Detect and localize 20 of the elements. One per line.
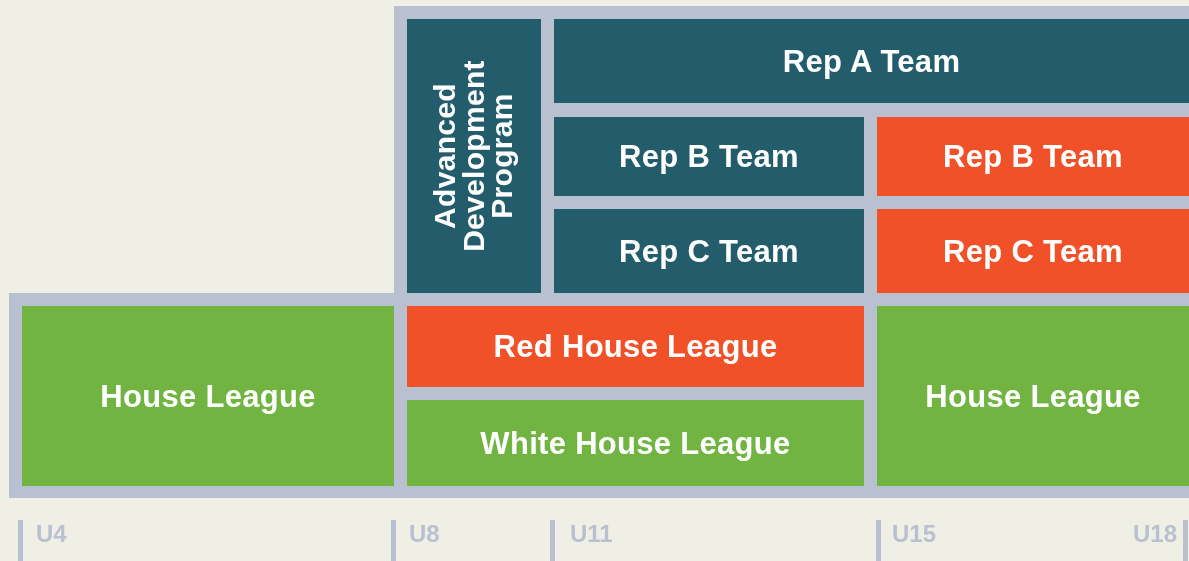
league-box (407, 400, 864, 486)
league-box (22, 306, 394, 486)
box-label: Red House League (493, 331, 778, 362)
team-box (554, 19, 1189, 103)
league-box (877, 306, 1189, 486)
box-label: Rep B Team (943, 141, 1123, 172)
team-box (877, 117, 1189, 196)
box-label: House League (925, 380, 1141, 412)
team-box (877, 209, 1189, 293)
box-label: Rep B Team (619, 141, 799, 172)
team-box (407, 306, 864, 387)
box-label: White House League (480, 427, 791, 459)
box-label: Rep C Team (619, 235, 799, 267)
program-box (407, 19, 541, 293)
box-label: Rep A Team (782, 45, 961, 77)
box-label: House League (100, 380, 316, 412)
team-box (554, 209, 864, 293)
box-label: Advanced Development Program (431, 59, 517, 254)
box-label: Rep C Team (943, 235, 1123, 267)
team-box (554, 117, 864, 196)
